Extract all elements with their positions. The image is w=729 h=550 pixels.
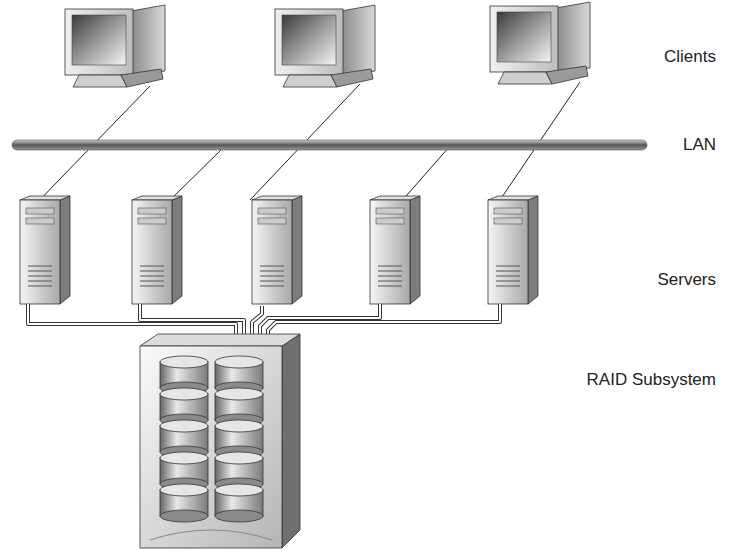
server-tower [370,196,420,304]
disk-top [215,388,263,400]
server-tower [20,196,70,304]
disk-stack [160,356,263,522]
disk-top [160,484,208,496]
disk-top [215,452,263,464]
disk-top [160,420,208,432]
disk-top [160,388,208,400]
tier-label: Clients [664,47,716,67]
disk-top [215,356,263,368]
disk-top [160,356,208,368]
tier-label: RAID Subsystem [587,370,716,390]
server-tower [132,196,182,304]
tier-label: Servers [657,270,716,290]
lan-bus [12,140,647,150]
disk-rim [215,510,263,522]
server-tower [488,196,538,304]
disk-top [160,452,208,464]
disk-top [215,484,263,496]
client-computer [275,5,375,87]
tier-label: LAN [683,135,716,155]
server-tower [252,196,302,304]
disk-rim [160,510,208,522]
client-computer [490,2,590,84]
raid-cabinet [140,334,300,548]
disk-top [215,420,263,432]
client-computer [65,5,165,87]
